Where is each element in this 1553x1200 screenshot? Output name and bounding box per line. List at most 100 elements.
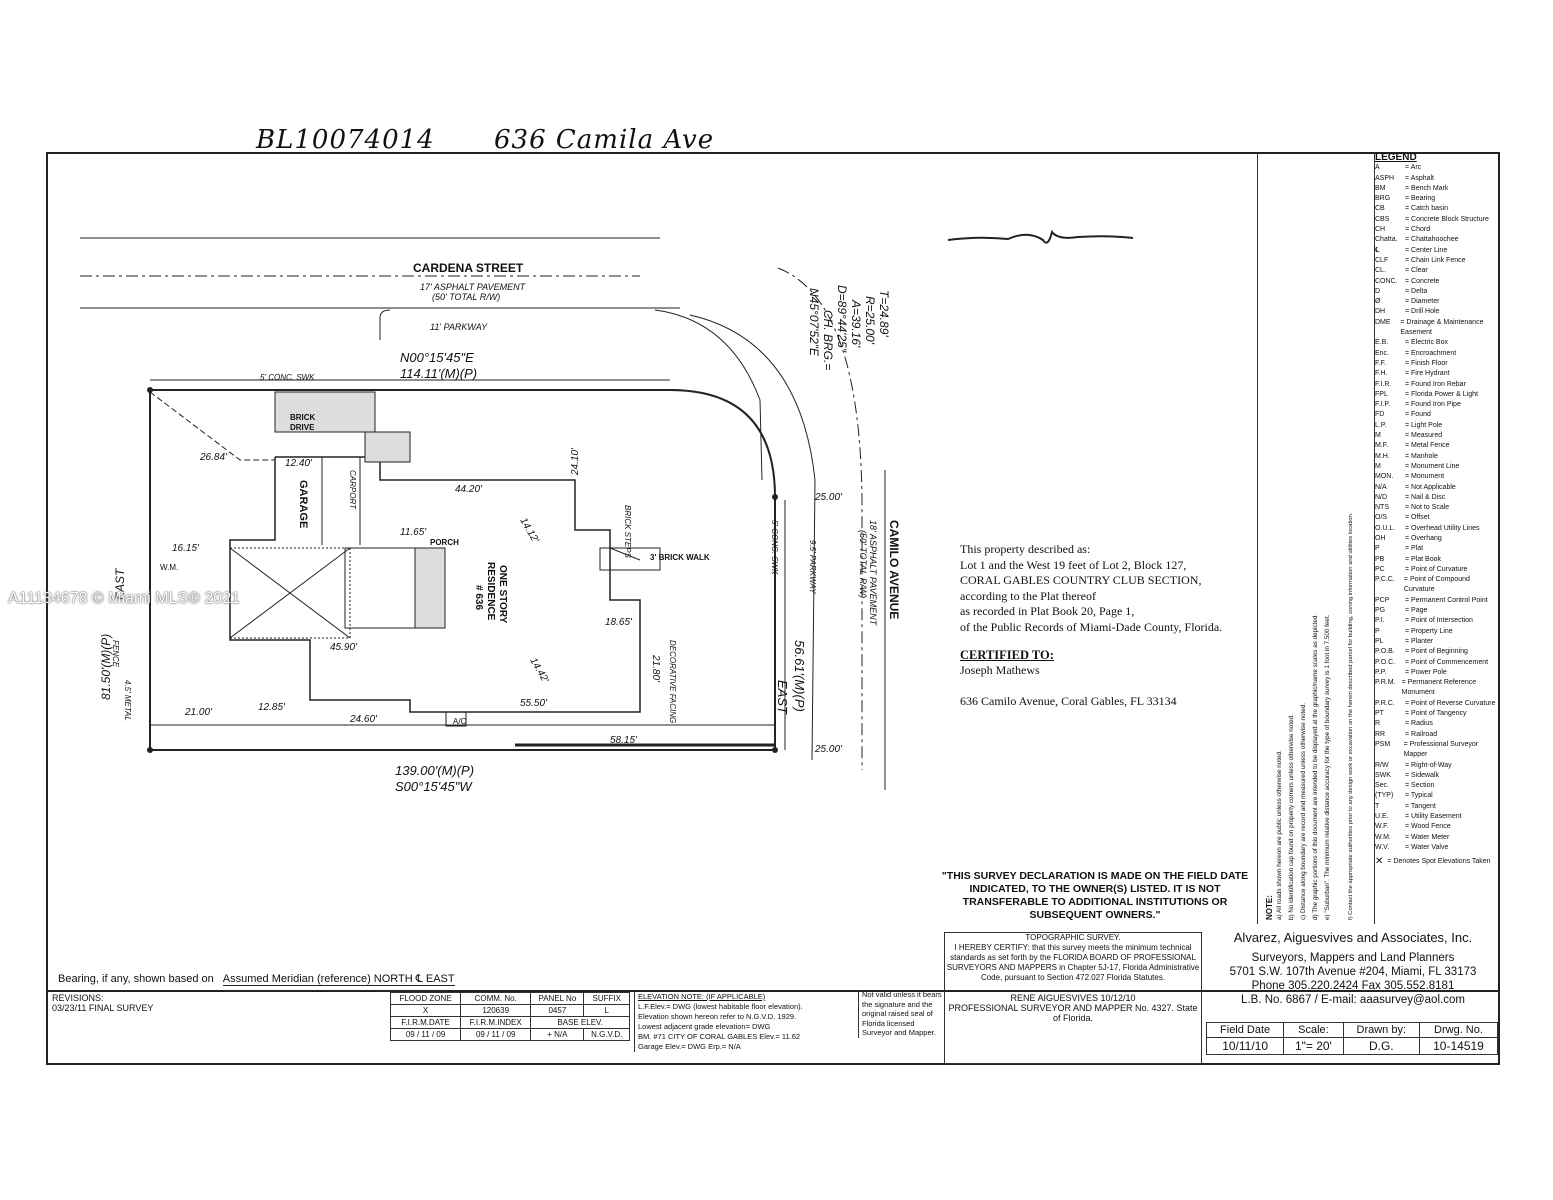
legend-value: = Measured bbox=[1405, 432, 1443, 440]
legend-value: = Asphalt bbox=[1405, 174, 1434, 182]
legend-value: = Overhead Utility Lines bbox=[1405, 524, 1480, 532]
legend-key: N/D bbox=[1375, 493, 1388, 501]
legend-value: = Utility Easement bbox=[1405, 813, 1462, 820]
legend-item: F.I.P.= Found Iron Pipe bbox=[1375, 400, 1499, 410]
dim-14-12: 14.12' bbox=[517, 516, 541, 546]
drwg-label: Drwg. No. bbox=[1418, 1022, 1499, 1038]
legend-item: T= Tangent bbox=[1375, 802, 1499, 812]
legend-value: = Water Meter bbox=[1405, 833, 1450, 841]
legend-value: = Bench Mark bbox=[1405, 184, 1449, 192]
legend-key: CL. bbox=[1375, 267, 1386, 275]
drawing-info-table: Field Date Scale: Drawn by: Drwg. No. 10… bbox=[1205, 1022, 1499, 1055]
mls-watermark: A11134678 © Miami MLS® 2021 bbox=[8, 590, 240, 607]
legend-key: CBS bbox=[1375, 215, 1390, 223]
legend-value: = Railroad bbox=[1405, 730, 1438, 738]
legend-spot-text: = Denotes Spot Elevations Taken bbox=[1387, 858, 1491, 866]
firm-line: 5701 S.W. 107th Avenue #204, Miami, FL 3… bbox=[1229, 966, 1477, 978]
legend-key: PC bbox=[1375, 565, 1385, 573]
suffix-label: SUFFIX bbox=[583, 992, 630, 1005]
signature-flourish bbox=[947, 228, 1134, 255]
flood-zone-label: FLOOD ZONE bbox=[389, 992, 462, 1005]
sidewalk-label: 5' CONC. SWK bbox=[260, 373, 315, 382]
legend-key: O/S bbox=[1375, 514, 1388, 522]
legend-item: E.B.= Electric Box bbox=[1375, 338, 1499, 348]
legend-value: = Florida Power & Light bbox=[1405, 390, 1478, 398]
west-direction: EAST bbox=[113, 567, 127, 600]
certified-name: Joseph Mathews bbox=[960, 663, 1040, 677]
legend-value: = Page bbox=[1405, 607, 1428, 615]
revision-entry: 03/23/11 FINAL SURVEY bbox=[52, 1003, 154, 1013]
legend-item: P.R.C.= Point of Reverse Curvature bbox=[1375, 699, 1499, 709]
wm-label: W.M. bbox=[160, 563, 178, 572]
legend-value: = Manhole bbox=[1405, 452, 1438, 460]
panel: 0457 bbox=[530, 1004, 585, 1017]
legend-key: W.F. bbox=[1375, 823, 1389, 831]
legend-key: CH bbox=[1375, 226, 1386, 234]
dim-12-40: 12.40' bbox=[285, 458, 313, 469]
legend-item: PL= Planter bbox=[1375, 637, 1499, 647]
legend-key: BM bbox=[1375, 184, 1386, 192]
street-east-label: CAMILO AVENUE bbox=[887, 520, 901, 619]
legend-value: = Found Iron Pipe bbox=[1405, 401, 1461, 409]
legend-key: Ø bbox=[1375, 298, 1381, 306]
bearing-note-value: Assumed Meridian (reference) NORTH ℄ EAS… bbox=[222, 973, 455, 986]
legend-value: = Diameter bbox=[1405, 298, 1440, 306]
note-line: c) Distance along boundary are record an… bbox=[1300, 702, 1307, 920]
legend-item: M= Monument Line bbox=[1375, 462, 1499, 472]
legend-value: = Point of Reverse Curvature bbox=[1405, 699, 1496, 707]
legend-value: = Monument bbox=[1405, 473, 1445, 481]
notes-heading: NOTE: bbox=[1265, 895, 1274, 920]
legend-item: D = Delta bbox=[1375, 287, 1499, 297]
legend-item: U.E.= Utility Easement bbox=[1375, 812, 1499, 822]
legend-key: CB bbox=[1375, 205, 1385, 213]
note-line: b) No identification cap found on proper… bbox=[1288, 714, 1295, 920]
surveyor-name: RENE AIGUESVIVES 10/12/10 bbox=[1010, 993, 1136, 1003]
legend-item: CBS= Concrete Block Structure bbox=[1375, 215, 1499, 225]
legend-key: O.U.L. bbox=[1375, 524, 1396, 532]
legend-item: PCP= Permanent Control Point bbox=[1375, 596, 1499, 606]
elevation-note-line: Garage Elev.= DWG Erp.= N/A bbox=[638, 1042, 741, 1051]
legend-item: N/A= Not Applicable bbox=[1375, 483, 1499, 493]
legend-item: ℄= Center Line bbox=[1375, 246, 1499, 256]
legend-key: DH bbox=[1375, 308, 1386, 316]
survey-frame bbox=[46, 152, 1500, 1065]
east-direction: EAST bbox=[775, 680, 790, 715]
legend-value: = Concrete bbox=[1405, 277, 1440, 285]
legend-value: = Plat bbox=[1405, 545, 1424, 553]
brick-drive-2: DRIVE bbox=[290, 423, 315, 432]
firm-line: Surveyors, Mappers and Land Planners bbox=[1251, 952, 1455, 964]
dim-55: 55.50' bbox=[520, 698, 548, 709]
legend-value: = Offset bbox=[1405, 514, 1430, 522]
legend-value: = Delta bbox=[1405, 287, 1428, 295]
legend-key: FD bbox=[1375, 411, 1385, 419]
legend-value: = Point of Compound Curvature bbox=[1403, 576, 1470, 594]
legend-item: M= Measured bbox=[1375, 431, 1499, 441]
south-distance: 139.00'(M)(P) bbox=[395, 763, 474, 778]
legend-item: CH= Chord bbox=[1375, 225, 1499, 235]
panel-label: PANEL No bbox=[530, 992, 585, 1005]
ngvd: N.G.V.D. bbox=[583, 1028, 630, 1041]
curve-brg: N45°07'52"E bbox=[807, 288, 821, 357]
topo-title: TOPOGRAPHIC SURVEY. bbox=[1025, 933, 1121, 942]
scale: 1"= 20' bbox=[1283, 1037, 1344, 1055]
note-line: d) The graphic portions of this document… bbox=[1312, 613, 1319, 920]
fence-label-1: 4.5' METAL bbox=[123, 680, 132, 721]
legend-value: = Nail & Disc bbox=[1405, 493, 1446, 501]
legend-item: BM = Bench Mark bbox=[1375, 184, 1499, 194]
certified-address: 636 Camilo Avenue, Coral Gables, FL 3313… bbox=[960, 694, 1177, 708]
legend-key: W.M. bbox=[1375, 833, 1391, 841]
dim-26: 26.84' bbox=[199, 452, 228, 463]
legend-value: = Professional Surveyor Mapper bbox=[1403, 740, 1479, 759]
legend-value: = Permanent Control Point bbox=[1405, 596, 1488, 604]
legend-item: P.O.C.= Point of Commencement bbox=[1375, 658, 1499, 668]
legend-item: R= Radius bbox=[1375, 719, 1499, 729]
legend-item: DME= Drainage & Maintenance Easement bbox=[1375, 318, 1499, 339]
legend-item: NTS= Not to Scale bbox=[1375, 503, 1499, 513]
legend-key: D bbox=[1375, 287, 1381, 295]
permit-number: BL10074014 bbox=[256, 125, 435, 155]
note-line: a) All roads shown hereon are public unl… bbox=[1276, 750, 1283, 920]
legend-key: T bbox=[1375, 802, 1380, 810]
porch-label: PORCH bbox=[430, 538, 459, 547]
decorative-facing: DECORATIVE FACING bbox=[668, 640, 677, 723]
